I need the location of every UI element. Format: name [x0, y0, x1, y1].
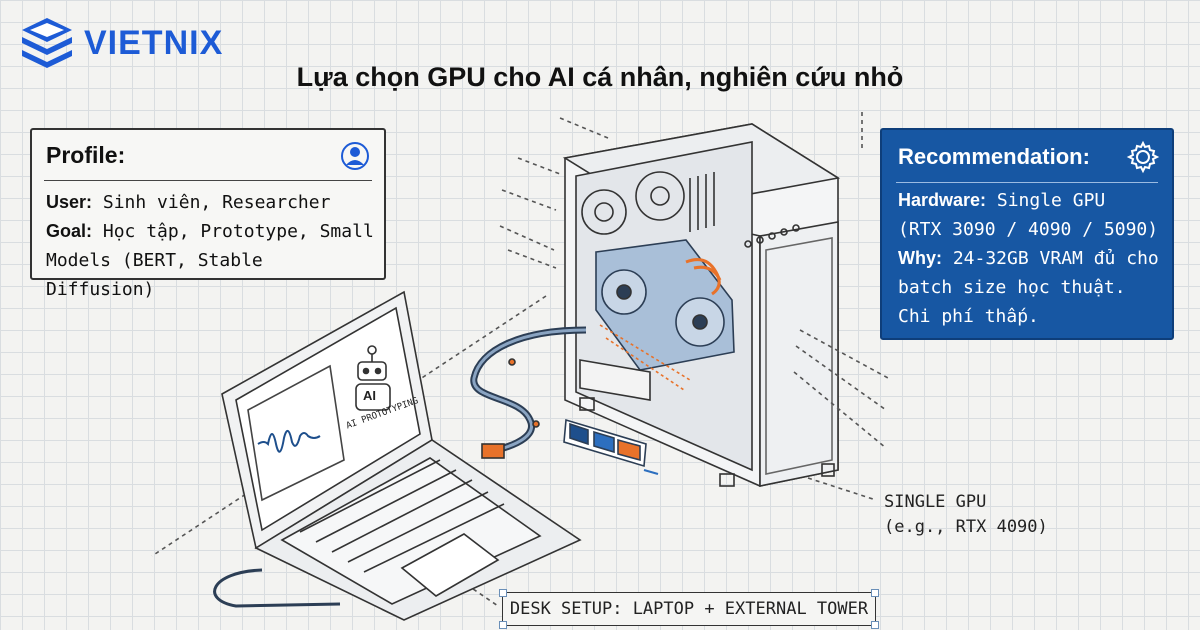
- why-line-3: Chi phí thấp.: [898, 306, 1039, 327]
- profile-user-line: User: Sinh viên, Researcher: [46, 192, 331, 213]
- corner-handle: [499, 589, 507, 597]
- recommendation-heading: Recommendation:: [898, 144, 1090, 169]
- hardware-line-2: (RTX 3090 / 4090 / 5090): [898, 219, 1159, 240]
- gpu-callout-line1: SINGLE GPU: [884, 492, 987, 512]
- corner-handle: [499, 621, 507, 629]
- profile-card: Profile: User: Sinh viên, Researcher Goa…: [30, 128, 386, 300]
- profile-goal-line: Goal: Học tập, Prototype, Small: [46, 221, 374, 242]
- why-line-2: batch size học thuật.: [898, 277, 1126, 298]
- recommendation-card: Recommendation: Hardware: Single GPU (RT…: [880, 128, 1174, 340]
- brand-name: VIETNIX: [84, 23, 224, 62]
- gpu-card-icon: [595, 239, 735, 371]
- pc-tower: [562, 123, 841, 487]
- brand-logo[interactable]: VIETNIX: [18, 14, 223, 72]
- corner-handle: [871, 621, 879, 629]
- laptop: [221, 290, 582, 621]
- profile-divider: [44, 180, 372, 181]
- gpu-callout-line2: (e.g., RTX 4090): [884, 517, 1048, 537]
- profile-goal-line-2: Models (BERT, Stable Diffusion): [46, 250, 263, 300]
- desk-setup-text: DESK SETUP: LAPTOP + EXTERNAL TOWER: [509, 599, 869, 619]
- layers-logo-icon: [22, 18, 72, 68]
- desk-setup-label: DESK SETUP: LAPTOP + EXTERNAL TOWER: [499, 589, 879, 629]
- page-title: Lựa chọn GPU cho AI cá nhân, nghiên cứu …: [296, 62, 904, 92]
- airflow-arrows: [151, 112, 889, 607]
- hardware-line: Hardware: Single GPU: [898, 190, 1106, 211]
- thunderbolt-cable: [213, 326, 587, 608]
- corner-handle: [871, 589, 879, 597]
- gpu-callout: SINGLE GPU (e.g., RTX 4090): [884, 490, 1048, 540]
- robot-ai-label: AI: [363, 388, 376, 403]
- gear-icon: [1126, 140, 1160, 174]
- recommendation-divider: [896, 182, 1158, 183]
- profile-heading: Profile:: [46, 142, 126, 168]
- user-icon: [341, 142, 369, 170]
- profile-details: User: Sinh viên, Researcher Goal: Học tậ…: [46, 188, 376, 304]
- recommendation-details: Hardware: Single GPU (RTX 3090 / 4090 / …: [898, 186, 1166, 331]
- robot-icon: [355, 345, 391, 411]
- data-transfer-bar: [563, 418, 659, 475]
- why-line: Why: 24-32GB VRAM đủ cho: [898, 248, 1159, 269]
